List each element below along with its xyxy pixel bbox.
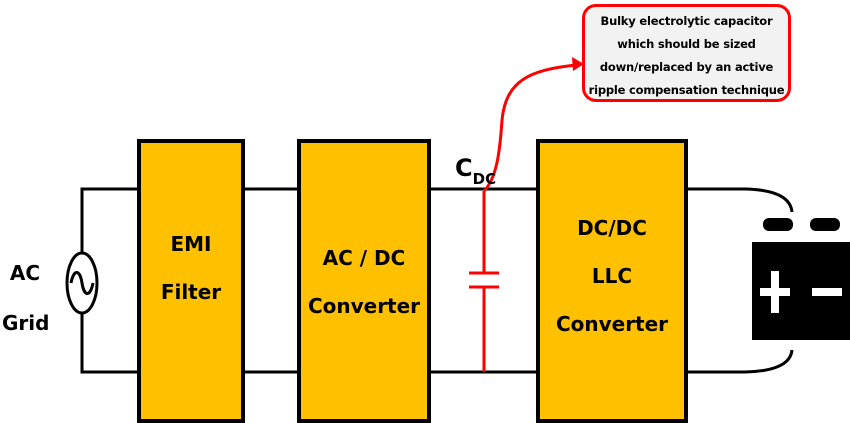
wire-source-top bbox=[80, 187, 138, 253]
dc-dc-llc-converter-label: DC/DC LLC Converter bbox=[538, 204, 686, 348]
battery-icon bbox=[752, 218, 850, 340]
emi-filter-block bbox=[137, 139, 245, 423]
battery-plus-vertical bbox=[771, 271, 779, 313]
ac-dc-converter-label: AC / DC Converter bbox=[299, 234, 429, 330]
capacitor-icon bbox=[469, 191, 499, 372]
dc-dc-label-line1: DC/DC bbox=[577, 216, 647, 240]
dc-dc-label-line2: LLC bbox=[591, 264, 633, 288]
battery-minus bbox=[812, 288, 842, 296]
ac-grid-label: AC Grid bbox=[2, 248, 50, 348]
dc-dc-label-line3: Converter bbox=[555, 312, 669, 336]
ac-dc-converter-label-line1: AC / DC bbox=[322, 246, 406, 270]
wire-dcdc-battery-top bbox=[687, 187, 794, 213]
capacitor-label: CDC bbox=[455, 154, 496, 193]
ac-dc-converter-label-line2: Converter bbox=[307, 294, 421, 318]
annotation-arrow bbox=[482, 57, 584, 193]
emi-filter-label-line2: Filter bbox=[160, 280, 222, 304]
dc-dc-llc-converter-block bbox=[536, 139, 688, 423]
annotation-note: Bulky electrolytic capacitor which shoul… bbox=[582, 4, 791, 102]
ac-grid-label-line2: Grid bbox=[2, 311, 50, 335]
wire-dcdc-battery-bottom bbox=[687, 349, 794, 374]
capacitor-label-main: C bbox=[455, 154, 473, 182]
ac-source-icon bbox=[65, 251, 99, 315]
ac-grid-label-line1: AC bbox=[9, 261, 41, 285]
ac-dc-converter-block bbox=[297, 139, 431, 423]
capacitor-label-subscript: DC bbox=[472, 170, 497, 188]
emi-filter-label-line1: EMI bbox=[170, 232, 212, 256]
wire-source-bottom bbox=[80, 313, 138, 374]
emi-filter-label: EMI Filter bbox=[139, 220, 243, 316]
